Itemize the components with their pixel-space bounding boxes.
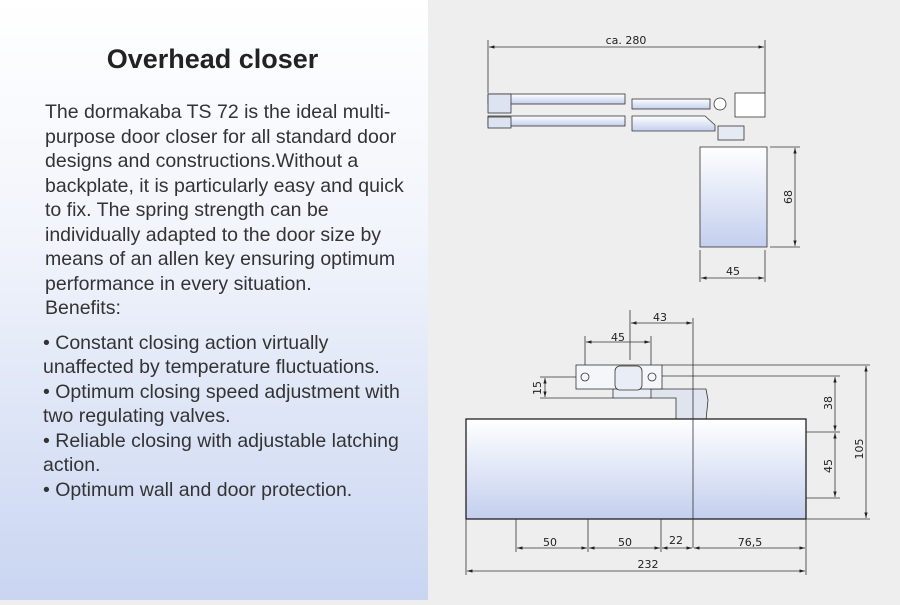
top-view [487,40,800,282]
description: The dormakaba TS 72 is the ideal multi-p… [45,101,404,295]
dim-body-upper: 45 [822,459,835,473]
technical-drawing: ca. 280 68 45 43 45 15 38 45 105 50 50 2… [465,34,870,575]
technical-drawing-panel: ca. 280 68 45 43 45 15 38 45 105 50 50 2… [428,0,900,600]
dim-bottom: 22 [669,534,683,547]
dim-bottom: 76,5 [738,536,763,549]
benefit-item: • Optimum wall and door protection. [43,478,353,501]
benefit-item: • Optimum closing speed adjustment with … [43,380,400,428]
description-block: The dormakaba TS 72 is the ideal multi-p… [43,100,415,503]
benefit-item: • Constant closing action virtually unaf… [43,331,380,379]
dim-bracket-width: 45 [611,331,625,344]
dim-arm-height: 38 [822,396,835,410]
dim-bracket-offset: 43 [653,311,667,324]
dim-total-length: 232 [638,558,659,571]
dim-top-width: 45 [726,265,740,278]
front-view [465,310,870,575]
page-title: Overhead closer [106,44,319,74]
text-panel: Overhead closer The dormakaba TS 72 is t… [0,0,428,600]
dim-bottom: 50 [618,536,632,549]
benefit-item: • Reliable closing with adjustable latch… [43,429,399,477]
dim-top-height: 68 [782,190,795,204]
dim-arm-length: ca. 280 [606,34,647,47]
dim-bracket-hole: 15 [531,381,544,395]
dim-total-height: 105 [853,439,866,460]
dim-bottom: 50 [543,536,557,549]
benefits-label: Benefits: [45,297,121,319]
benefits-list: • Constant closing action virtually unaf… [43,331,415,503]
